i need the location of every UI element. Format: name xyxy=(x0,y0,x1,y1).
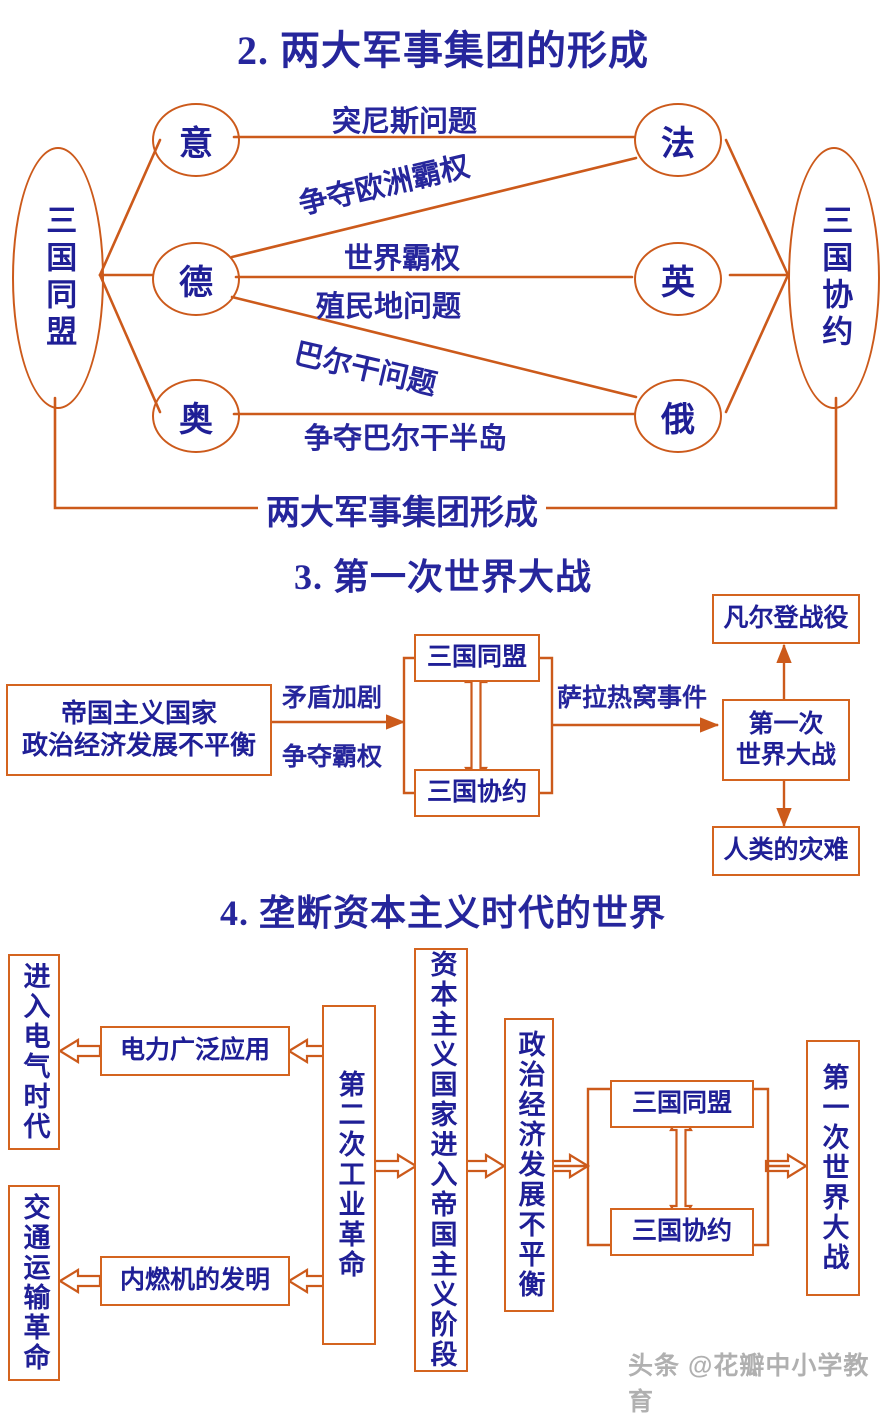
section3-source-line2: 政治经济发展不平衡 xyxy=(21,731,256,760)
section4-second-industrial-revolution: 第二次工业革命 xyxy=(322,1005,376,1345)
section2-edge-label-colonies: 殖民地问题 xyxy=(316,291,462,323)
section3-war-line2: 世界大战 xyxy=(735,742,836,769)
section2-node-italy: 意 xyxy=(152,103,240,177)
section4-world-war: 第一次世界大战 xyxy=(806,1040,860,1296)
section3-connector-lines xyxy=(272,643,792,828)
section4-alliance-box-triple-entente: 三国协约 xyxy=(610,1208,754,1256)
section2-node-germany: 德 xyxy=(152,242,240,316)
section3-label-hegemony: 争夺霸权 xyxy=(282,744,383,771)
section3-source-line1: 帝国主义国家 xyxy=(60,698,217,728)
watermark: 头条 @花瓣中小学教育 xyxy=(628,1352,870,1416)
section3-alliance-box-triple-alliance: 三国同盟 xyxy=(414,634,540,682)
section3-source-box: 帝国主义国家 政治经济发展不平衡 xyxy=(6,684,272,776)
section2-bottom-label: 两大军事集团形成 xyxy=(258,485,546,534)
section3-title: 3. 第一次世界大战 xyxy=(293,557,592,597)
section3-war-box: 第一次 世界大战 xyxy=(722,699,850,781)
section2-edge-label-world-hegemony: 世界霸权 xyxy=(344,243,461,275)
section2-edge-label-tunisia: 突尼斯问题 xyxy=(332,106,478,138)
section3-outcome-verdun: 凡尔登战役 xyxy=(712,594,860,644)
section3-war-line1: 第一次 xyxy=(748,710,824,738)
section2-left-group: 三国同盟 xyxy=(12,147,104,409)
section2-node-austria: 奥 xyxy=(152,379,240,453)
section3-outcome-disaster: 人类的灾难 xyxy=(712,826,860,876)
section3-alliance-box-triple-entente: 三国协约 xyxy=(414,769,540,817)
section4-result-transport-revolution: 交通运输革命 xyxy=(8,1185,60,1381)
section3-label-sarajevo: 萨拉热窝事件 xyxy=(557,685,708,712)
section2-node-russia: 俄 xyxy=(634,379,722,453)
section2-right-group: 三国协约 xyxy=(788,147,880,409)
section2-connector-lines xyxy=(53,135,838,510)
section2-title: 2. 两大军事集团的形成 xyxy=(237,28,649,73)
section4-alliance-box-triple-alliance: 三国同盟 xyxy=(610,1080,754,1128)
section2-edge-label-balkan-peninsula: 争夺巴尔干半岛 xyxy=(304,423,508,455)
section3-label-conflict: 矛盾加剧 xyxy=(282,685,383,712)
section4-imbalance: 政治经济发展不平衡 xyxy=(504,1018,554,1312)
section4-invention-engine: 内燃机的发明 xyxy=(100,1256,290,1306)
section2-node-britain: 英 xyxy=(634,242,722,316)
section4-result-electric-age: 进入电气时代 xyxy=(8,954,60,1150)
section2-node-france: 法 xyxy=(634,103,722,177)
section4-title: 4. 垄断资本主义时代的世界 xyxy=(219,893,666,933)
page-root: 2. 两大军事集团的形成 三国同盟 三国协约 xyxy=(6,28,880,1416)
section4-invention-electricity: 电力广泛应用 xyxy=(100,1026,290,1076)
section4-imperialism-stage: 资本主义国家进入帝国主义阶段 xyxy=(414,948,468,1372)
